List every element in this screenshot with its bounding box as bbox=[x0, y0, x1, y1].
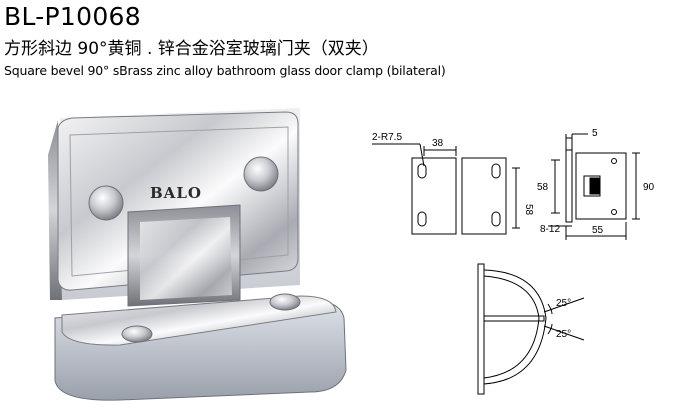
front-height-label: 58 bbox=[523, 204, 534, 216]
swing-angle-top-label: 25° bbox=[556, 298, 571, 309]
glass-thickness-label: 8-12 bbox=[540, 224, 560, 235]
plate-thickness-label: 5 bbox=[592, 128, 598, 139]
product-model: BL-P10068 bbox=[4, 2, 141, 31]
total-height-label: 90 bbox=[643, 182, 655, 193]
side-height-label: 58 bbox=[537, 182, 549, 193]
front-view-drawing bbox=[372, 143, 520, 235]
side-view-drawing bbox=[548, 133, 640, 240]
swing-angle-bottom-label: 25° bbox=[556, 329, 571, 340]
front-width-label: 38 bbox=[432, 138, 444, 149]
brand-logo: BALO bbox=[150, 184, 202, 202]
clamp-photo: BALO bbox=[48, 108, 347, 401]
product-title-english: Square bevel 90° sBrass zinc alloy bathr… bbox=[4, 63, 446, 78]
product-title-chinese: 方形斜边 90°黄铜 . 锌合金浴室玻璃门夹（双夹） bbox=[4, 39, 379, 59]
swing-diagram bbox=[477, 263, 585, 395]
depth-label: 55 bbox=[592, 225, 604, 236]
hole-radius-label: 2-R7.5 bbox=[372, 132, 402, 143]
